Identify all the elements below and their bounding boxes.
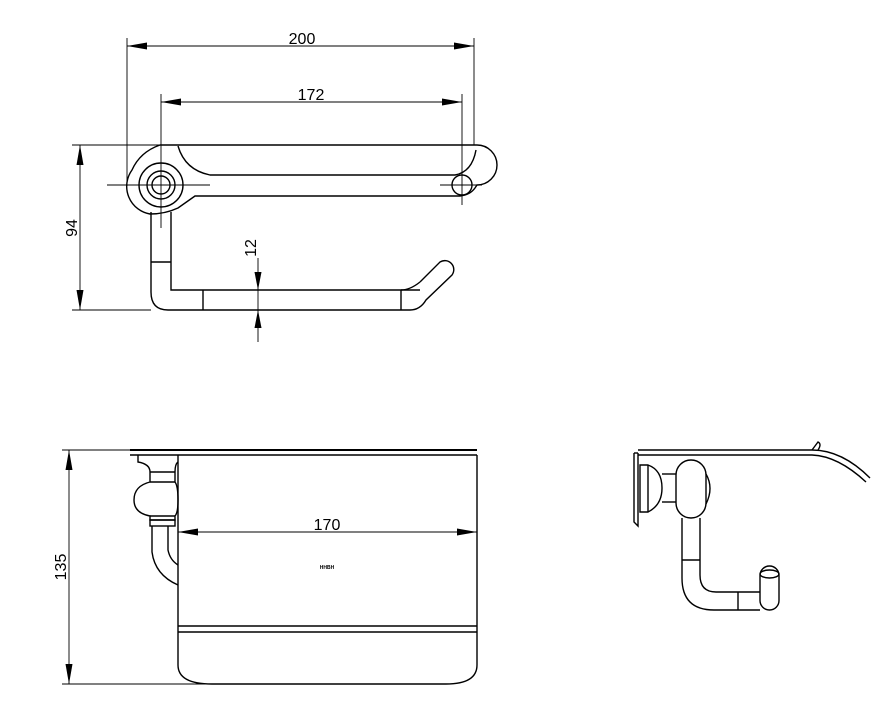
brand-mark: HHBH — [320, 565, 335, 571]
dimension-mount-spacing: 172 — [160, 87, 463, 165]
dimension-front-width: 170 — [178, 517, 477, 536]
front-view: HHBH — [130, 449, 478, 685]
side-view — [633, 441, 871, 611]
dimension-label-170: 170 — [314, 517, 341, 534]
dimension-rod-diameter: 12 — [243, 239, 262, 342]
dimension-overall-width: 200 — [126, 31, 475, 186]
dimension-label-94: 94 — [64, 219, 81, 237]
dimension-overall-height: 94 — [64, 144, 160, 311]
dimension-label-200: 200 — [289, 31, 316, 48]
dimension-front-height: 135 — [53, 449, 212, 685]
dimension-label-172: 172 — [298, 87, 325, 104]
dimension-label-135: 135 — [53, 554, 70, 581]
top-view — [107, 130, 498, 311]
dimension-label-12: 12 — [243, 239, 260, 257]
